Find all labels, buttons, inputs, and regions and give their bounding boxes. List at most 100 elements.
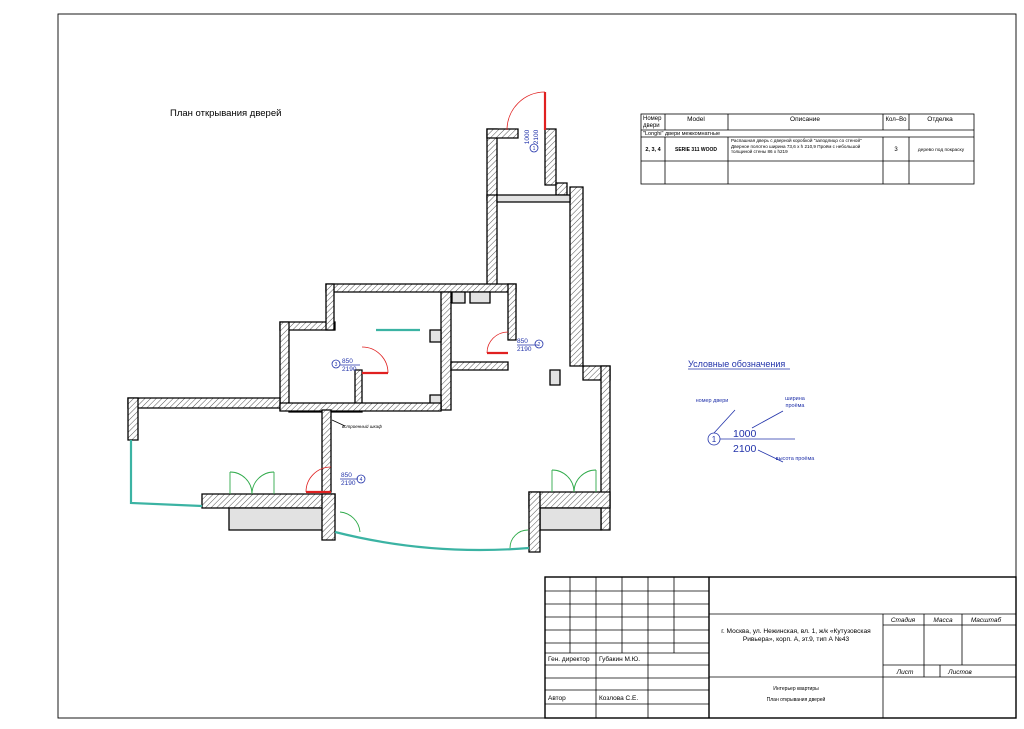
title-block: Ген. директор Губакин М.Ю. Автор Козлова… <box>544 576 1017 719</box>
balcony-door-bottom-right <box>509 529 529 549</box>
wall-corridor-left <box>486 128 498 201</box>
spec-header-model: Model <box>687 116 705 123</box>
spec-row-model: SERIE 311 WOOD <box>675 147 717 153</box>
tb-name-author: Козлова С.Е. <box>599 695 638 702</box>
spec-group-label: "Longhi" двери межкомнатные <box>643 131 720 137</box>
spec-row-finish: дерево под покраску <box>918 148 965 153</box>
wall-bottom-left-box <box>228 507 327 531</box>
tb-col-scale: Масштаб <box>971 616 1002 624</box>
spec-row-description: Распашная дверь с дверной коробкой "запо… <box>731 138 862 155</box>
wall-bottom-left <box>201 493 336 509</box>
legend-title: Условные обозначения <box>688 359 785 369</box>
svg-text:3: 3 <box>335 362 338 368</box>
tb-address-wrap: г. Москва, ул. Нежинская, вл. 1, ж/к «Ку… <box>721 628 871 644</box>
spec-header-qty: Кол–Во <box>886 117 908 123</box>
legend-number-label-wrap: номер двери <box>695 398 729 404</box>
cabinet-label: встроенный шкаф <box>342 423 382 429</box>
door-2-swing <box>486 331 509 354</box>
tb-col-mass: Масса <box>933 617 953 624</box>
door-3-width: 850 <box>342 358 353 365</box>
glazing-left <box>129 440 203 508</box>
wall-living-top <box>127 397 281 409</box>
door-4-swing <box>305 466 332 493</box>
door-3-swing <box>361 346 389 374</box>
legend-sample-number: 1 <box>712 435 717 444</box>
svg-text:2: 2 <box>538 342 541 348</box>
balcony-door-bottom-left <box>339 511 361 533</box>
wall-main-col <box>549 369 561 386</box>
tb-role-author: Автор <box>548 695 566 702</box>
wall-main-right-lower <box>600 365 611 531</box>
spec-header-description: Описание <box>790 116 820 123</box>
legend-sample-width: 1000 <box>733 428 757 440</box>
wall-bath-fixture2 <box>469 291 491 304</box>
door-1-width: 1000 <box>524 129 531 144</box>
wall-hall-right <box>507 283 517 341</box>
spec-row-qty: 3 <box>894 147 898 153</box>
wall-corridor-top-right <box>544 128 557 186</box>
glazing-bottom-curve <box>334 530 530 552</box>
wall-corridor-mid <box>496 194 571 203</box>
wall-hall-left <box>325 283 335 331</box>
door-tag-2: 850 2190 2 <box>517 338 544 353</box>
door-4-width: 850 <box>341 472 352 479</box>
tb-role-director: Ген. директор <box>548 656 590 663</box>
spec-header-number-2: двери <box>643 123 660 129</box>
cabinet-leader <box>331 419 346 427</box>
tb-address: г. Москва, ул. Нежинская, вл. 1, ж/к «Ку… <box>721 628 871 644</box>
wall-corridor-lower-left <box>486 194 498 291</box>
door-3-height: 2190 <box>342 366 357 373</box>
door-tag-4: 850 2190 4 <box>340 472 366 487</box>
svg-text:4: 4 <box>360 477 363 483</box>
tb-project-name: Интерьер квартиры <box>773 686 819 692</box>
wall-bath-left <box>440 291 452 411</box>
door-2-width: 850 <box>517 338 528 345</box>
spec-row-number: 2, 3, 4 <box>645 147 661 153</box>
door-1-height: 2100 <box>533 129 540 144</box>
wall-room-left <box>279 321 290 411</box>
balcony-door-right <box>551 469 597 493</box>
tb-col-stage: Стадия <box>891 616 916 624</box>
wall-corridor-top <box>486 128 519 139</box>
wall-bath-bottom <box>450 361 509 371</box>
wall-bath-fixture <box>451 291 466 304</box>
tb-sheet-name: План открывания дверей <box>767 696 826 703</box>
wall-room-mid <box>354 369 363 409</box>
door-2-height: 2190 <box>517 346 532 353</box>
spec-header-number-1: Номер <box>643 116 662 122</box>
spec-table: Номер двери Model Описание Кол–Во Отделк… <box>640 113 975 185</box>
wall-bottom-right-end <box>528 491 541 553</box>
wall-bottom-left-end <box>321 493 336 541</box>
legend-width-label: ширина проёма <box>785 396 805 409</box>
wall-living-left <box>127 397 139 441</box>
spec-row-description-wrap: Распашная дверь с дверной коробкой "запо… <box>731 138 862 155</box>
tb-name-director: Губакин М.Ю. <box>599 655 640 663</box>
tb-col-sheet: Лист <box>896 669 914 676</box>
svg-text:1: 1 <box>533 146 536 152</box>
floor-plan: встроенный шкаф <box>127 91 611 553</box>
legend-height-label-wrap: высота проёма <box>775 456 815 462</box>
wall-bath-inner <box>429 329 442 343</box>
wall-living-left2 <box>279 402 442 412</box>
legend: Условные обозначения 1 1000 2100 номер д… <box>688 359 815 463</box>
wall-bottom-right-box <box>539 507 602 531</box>
balcony-door-left <box>229 471 275 495</box>
door-4-height: 2190 <box>341 480 356 487</box>
sheet-frame <box>57 13 1017 719</box>
door-tag-1: 1 1000 2100 <box>524 129 540 153</box>
wall-corridor-right <box>555 182 568 196</box>
door-tag-3: 3 850 2190 <box>331 358 360 373</box>
wall-cabinet <box>321 409 332 493</box>
legend-height-label: высота проёма <box>775 456 815 462</box>
door-1-swing <box>506 91 546 131</box>
wall-bottom-right <box>528 491 611 509</box>
legend-number-label: номер двери <box>695 398 729 404</box>
legend-sample-height: 2100 <box>733 443 757 455</box>
wall-main-right-upper <box>569 186 584 367</box>
legend-width-label-wrap: ширина проёма <box>785 396 805 409</box>
tb-col-sheets: Листов <box>947 669 972 676</box>
spec-header-finish: Отделка <box>927 116 953 123</box>
wall-hall-top <box>325 283 517 293</box>
